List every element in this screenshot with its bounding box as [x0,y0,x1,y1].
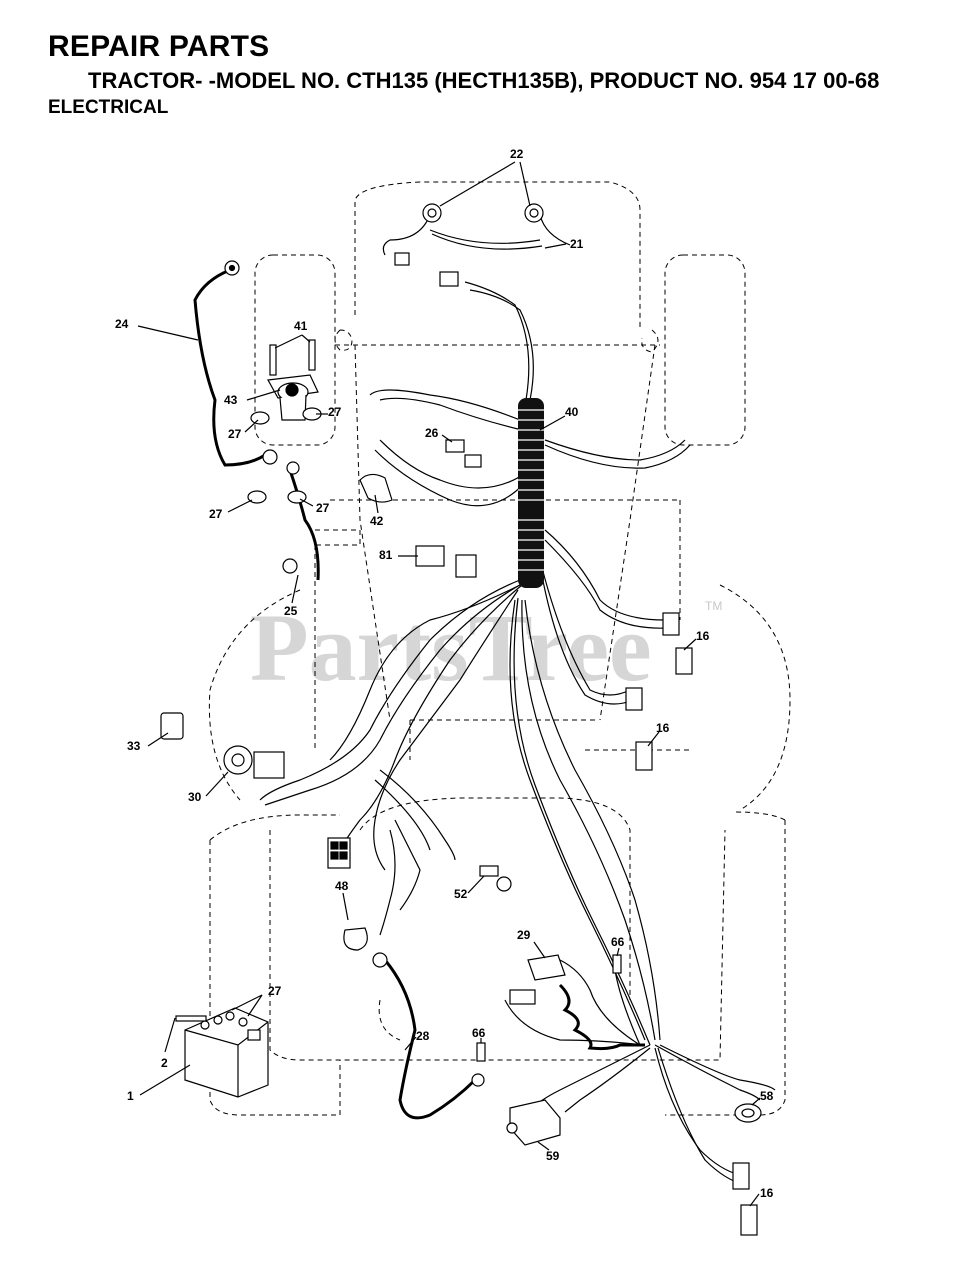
callout-58: 58 [760,1089,774,1103]
harness-loom [518,398,544,588]
callout-48: 48 [335,879,349,893]
callout-28: 28 [416,1029,430,1043]
callout-27-e: 27 [268,984,282,998]
callout-52: 52 [454,887,468,901]
callout-59: 59 [546,1149,560,1163]
callout-81: 81 [379,548,393,562]
callout-29: 29 [517,928,531,942]
callout-1: 1 [127,1089,134,1103]
solenoid-icon [267,374,319,421]
callout-27-b: 27 [228,427,242,441]
battery-cables [193,268,477,1120]
callout-26: 26 [425,426,439,440]
page-title: REPAIR PARTS [48,30,270,63]
callout-42: 42 [370,514,384,528]
callout-40: 40 [565,405,579,419]
callout-41: 41 [294,319,308,333]
callout-16-b: 16 [656,721,670,735]
watermark-text: PartsTree [250,594,652,701]
callout-25: 25 [284,604,298,618]
callout-66-a: 66 [611,935,625,949]
coiled-cable [558,983,645,1051]
battery-icon [184,1007,269,1098]
callout-16-a: 16 [696,629,710,643]
components [160,203,762,1236]
callout-2: 2 [161,1056,168,1070]
callout-21: 21 [570,237,584,251]
module-icon [506,1099,561,1146]
headlight-bulb-icon [422,203,442,223]
callout-labels: 22 21 24 41 43 27 27 27 27 40 26 42 81 2… [115,147,774,1200]
callout-27-d: 27 [316,501,330,515]
callout-27-c: 27 [209,507,223,521]
tractor-outline [208,181,791,1116]
callout-30: 30 [188,790,202,804]
leader-lines [137,161,761,1207]
callout-22: 22 [510,147,524,161]
headlight-bulb-icon [524,203,544,223]
callout-27-a: 27 [328,405,342,419]
callout-33: 33 [127,739,141,753]
relay-icon [509,954,566,1005]
callout-24: 24 [115,317,129,331]
callout-16-c: 16 [760,1186,774,1200]
watermark-tm: TM [705,599,722,613]
page-header: REPAIR PARTS TRACTOR- -MODEL NO. CTH135 … [0,0,976,130]
section-title: ELECTRICAL [48,97,169,118]
callout-43: 43 [224,393,238,407]
callout-66-b: 66 [472,1026,486,1040]
plug-icon [327,837,351,869]
model-subtitle: TRACTOR- -MODEL NO. CTH135 (HECTH135B), … [88,68,880,93]
